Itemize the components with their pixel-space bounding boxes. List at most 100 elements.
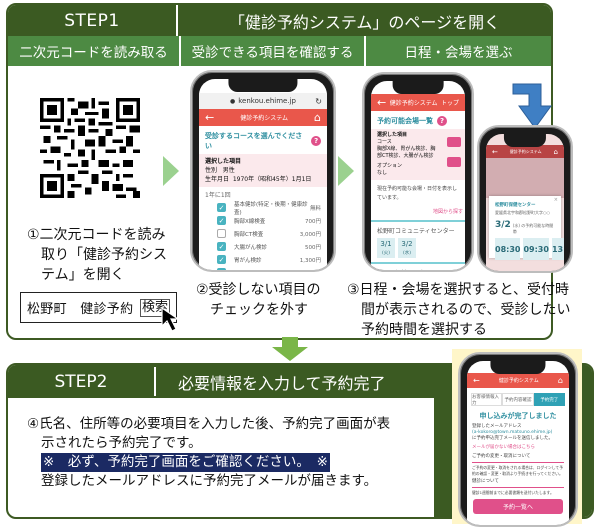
- qr-code[interactable]: [35, 98, 145, 198]
- time-slot-button[interactable]: 13:00: [551, 238, 564, 260]
- close-icon[interactable]: ×: [553, 197, 558, 203]
- app-title: 健診予約システム: [509, 148, 542, 154]
- phone-notch: [503, 134, 547, 147]
- caption-step-3: ③日程・会場を選択すると、受付時 間が表示されるので、受診したい 予約時間を選択…: [347, 280, 570, 340]
- reload-icon[interactable]: ↻: [315, 96, 322, 106]
- mail-sent-text: に予約申込完了メールを送信しました。: [472, 436, 553, 441]
- modal-date-note: (水) の予約可能な時間帯: [512, 223, 554, 234]
- frequency-label: 1年に1回: [205, 192, 231, 199]
- phone-venue-list: ← 健診予約システム トップ 予約可能会場一覧 ? 選択した項目 コース 胸部X…: [362, 72, 474, 272]
- phone-reservation-complete: ← 健診予約システム ⌂ お客様情報入力 予約内容確認 予約完了 申し込みが完了…: [458, 352, 578, 527]
- selected-info: 選択した項目 性別 男性 生年月日 1970年（昭和45年）1月1日: [199, 154, 327, 187]
- blue-turn-arrow-icon: [512, 83, 552, 129]
- checkbox-checked-icon[interactable]: ✓: [217, 242, 226, 251]
- exam-item[interactable]: ✓胸部超音波検診1,500円: [199, 266, 327, 270]
- warning-highlight: ※ 必ず、予約完了画面をご確認ください。 ※: [41, 453, 330, 472]
- modal-venue: 松野町保健センター: [495, 203, 536, 208]
- back-arrow-icon[interactable]: ←: [205, 111, 215, 124]
- app-header: ← 健診予約システム ⌂: [199, 109, 327, 126]
- subhead-read-code: 二次元コードを読み取る: [19, 45, 168, 61]
- next-arrow-icon: [338, 156, 354, 186]
- change-heading: ご予約の変更・取消について: [472, 454, 564, 463]
- sex-row: 性別 男性: [205, 166, 321, 175]
- browser-url-bar[interactable]: ● kenkou.ehime.jp ↻: [199, 93, 327, 109]
- time-slot-modal: × 松野町保健センター 愛媛県北宇和郡松野町大字○○ 3/2 (水) の予約可能…: [489, 196, 564, 260]
- checkbox-checked-icon[interactable]: ✓: [217, 216, 226, 225]
- change-button[interactable]: [447, 157, 461, 167]
- venue-heading: 予約可能会場一覧 ?: [371, 111, 465, 129]
- complete-message: 申し込みが完了しました: [479, 412, 557, 420]
- step2-title: 必要情報を入力して予約完了: [178, 373, 386, 393]
- caption-line: テム」を開く: [41, 267, 125, 283]
- option-value: なし: [377, 170, 388, 176]
- search-box[interactable]: 松野町 健診予約 検索: [20, 292, 177, 323]
- heading-text: 予約可能会場一覧: [377, 117, 433, 125]
- top-link[interactable]: トップ: [440, 100, 459, 107]
- home-icon[interactable]: ⌂: [314, 111, 321, 124]
- course-heading: 受診するコースを選んでください ?: [199, 126, 327, 154]
- phone-course-selection: ● kenkou.ehime.jp ↻ ← 健診予約システム ⌂ 受診するコース…: [190, 70, 336, 272]
- time-slot-button[interactable]: 08:30: [495, 238, 521, 260]
- dob-label: 生年月日: [205, 176, 230, 183]
- dob-value: 1970年（昭和45年）1月1日: [232, 176, 312, 183]
- exam-item[interactable]: ✓基本健診(特定・後期・健康診査)無料: [199, 201, 327, 216]
- back-arrow-icon[interactable]: ←: [473, 376, 480, 385]
- search-query[interactable]: 松野町 健診予約: [27, 302, 134, 317]
- venue-card: 松野町コミュニティセンター 3/1(火) 3/2(水): [371, 220, 465, 262]
- caption-line: ②受診しない項目の: [196, 282, 321, 298]
- checkbox-unchecked-icon[interactable]: [217, 229, 226, 238]
- slot-list: 08:30 09:30 13:00: [495, 238, 564, 260]
- instruction-line: ④氏名、住所等の必要項目を入力した後、予約完了画面が表: [27, 416, 391, 432]
- home-icon[interactable]: ⌂: [553, 147, 558, 156]
- help-icon[interactable]: ?: [311, 136, 321, 146]
- availability-note: 現在予約可能な会場・日付を表示しています。: [377, 186, 458, 201]
- back-arrow-icon[interactable]: ←: [377, 96, 387, 109]
- kenshin-heading: 健診について: [472, 479, 564, 488]
- caption-step-1: ①二次元コードを読み 取り「健診予約シス テム」を開く: [27, 225, 167, 285]
- map-link[interactable]: 地図から探す: [432, 209, 463, 215]
- dimmed-background: [486, 158, 564, 198]
- caption-line: 取り「健診予約シス: [41, 247, 167, 263]
- time-slot-button[interactable]: 09:30: [523, 238, 549, 260]
- mail-address: (a-kokoro@town.matsuno.ehime.jp): [472, 430, 553, 435]
- down-arrow-icon: [272, 337, 308, 361]
- step2-instructions: ④氏名、住所等の必要項目を入力した後、予約完了画面が表 示されたら予約完了です。…: [27, 415, 447, 491]
- selected-label: 選択した項目: [205, 158, 242, 165]
- no-mail-link[interactable]: メールが届かない場合はこちら: [472, 445, 535, 450]
- app-header: ← 健診予約システム トップ: [371, 94, 465, 111]
- phone-screen: ← 健診予約システム トップ 予約可能会場一覧 ? 選択した項目 コース 胸部X…: [371, 81, 465, 270]
- step1-header: STEP1 「健診予約システム」のページを開く: [8, 5, 551, 36]
- item-price: 3,000円: [299, 231, 321, 238]
- checkbox-checked-icon[interactable]: ✓: [217, 268, 226, 270]
- back-arrow-icon[interactable]: ←: [492, 147, 498, 156]
- item-price: 700円: [305, 218, 321, 225]
- date-button[interactable]: 3/1(火): [377, 238, 395, 258]
- reservation-list-button[interactable]: 予約一覧へ: [473, 499, 563, 514]
- phone-notch: [392, 81, 444, 94]
- home-icon[interactable]: ⌂: [557, 376, 563, 385]
- phone-screen: ← 健診予約システム ⌂ × 松野町保健センター 愛媛県北宇和郡松野町大字○○ …: [486, 134, 564, 271]
- date-button[interactable]: 3/2(水): [398, 238, 416, 258]
- help-icon[interactable]: ?: [437, 116, 447, 126]
- item-price: 500円: [305, 244, 321, 251]
- caption-line: 間が表示されるので、受診したい: [361, 302, 571, 318]
- progress-step-active: 予約完了: [533, 393, 565, 406]
- app-title: 健診予約システム: [498, 378, 539, 384]
- phone-screen: ← 健診予約システム ⌂ お客様情報入力 予約内容確認 予約完了 申し込みが完了…: [467, 361, 569, 525]
- heading-text: 受診するコースを選んでください: [205, 132, 303, 150]
- date-value: 3/2: [401, 240, 413, 248]
- checkbox-checked-icon[interactable]: ✓: [217, 255, 226, 264]
- app-header: ← 健診予約システム ⌂: [467, 373, 569, 388]
- checkbox-checked-icon[interactable]: ✓: [217, 203, 226, 212]
- course-label: コース: [377, 139, 392, 145]
- change-button[interactable]: [447, 137, 461, 147]
- sex-value: 男性: [222, 167, 235, 174]
- progress-step: 予約内容確認: [502, 393, 534, 406]
- subhead-check-items: 受診できる項目を確認する: [179, 36, 364, 66]
- caption-line: 予約時間を選択する: [361, 322, 487, 338]
